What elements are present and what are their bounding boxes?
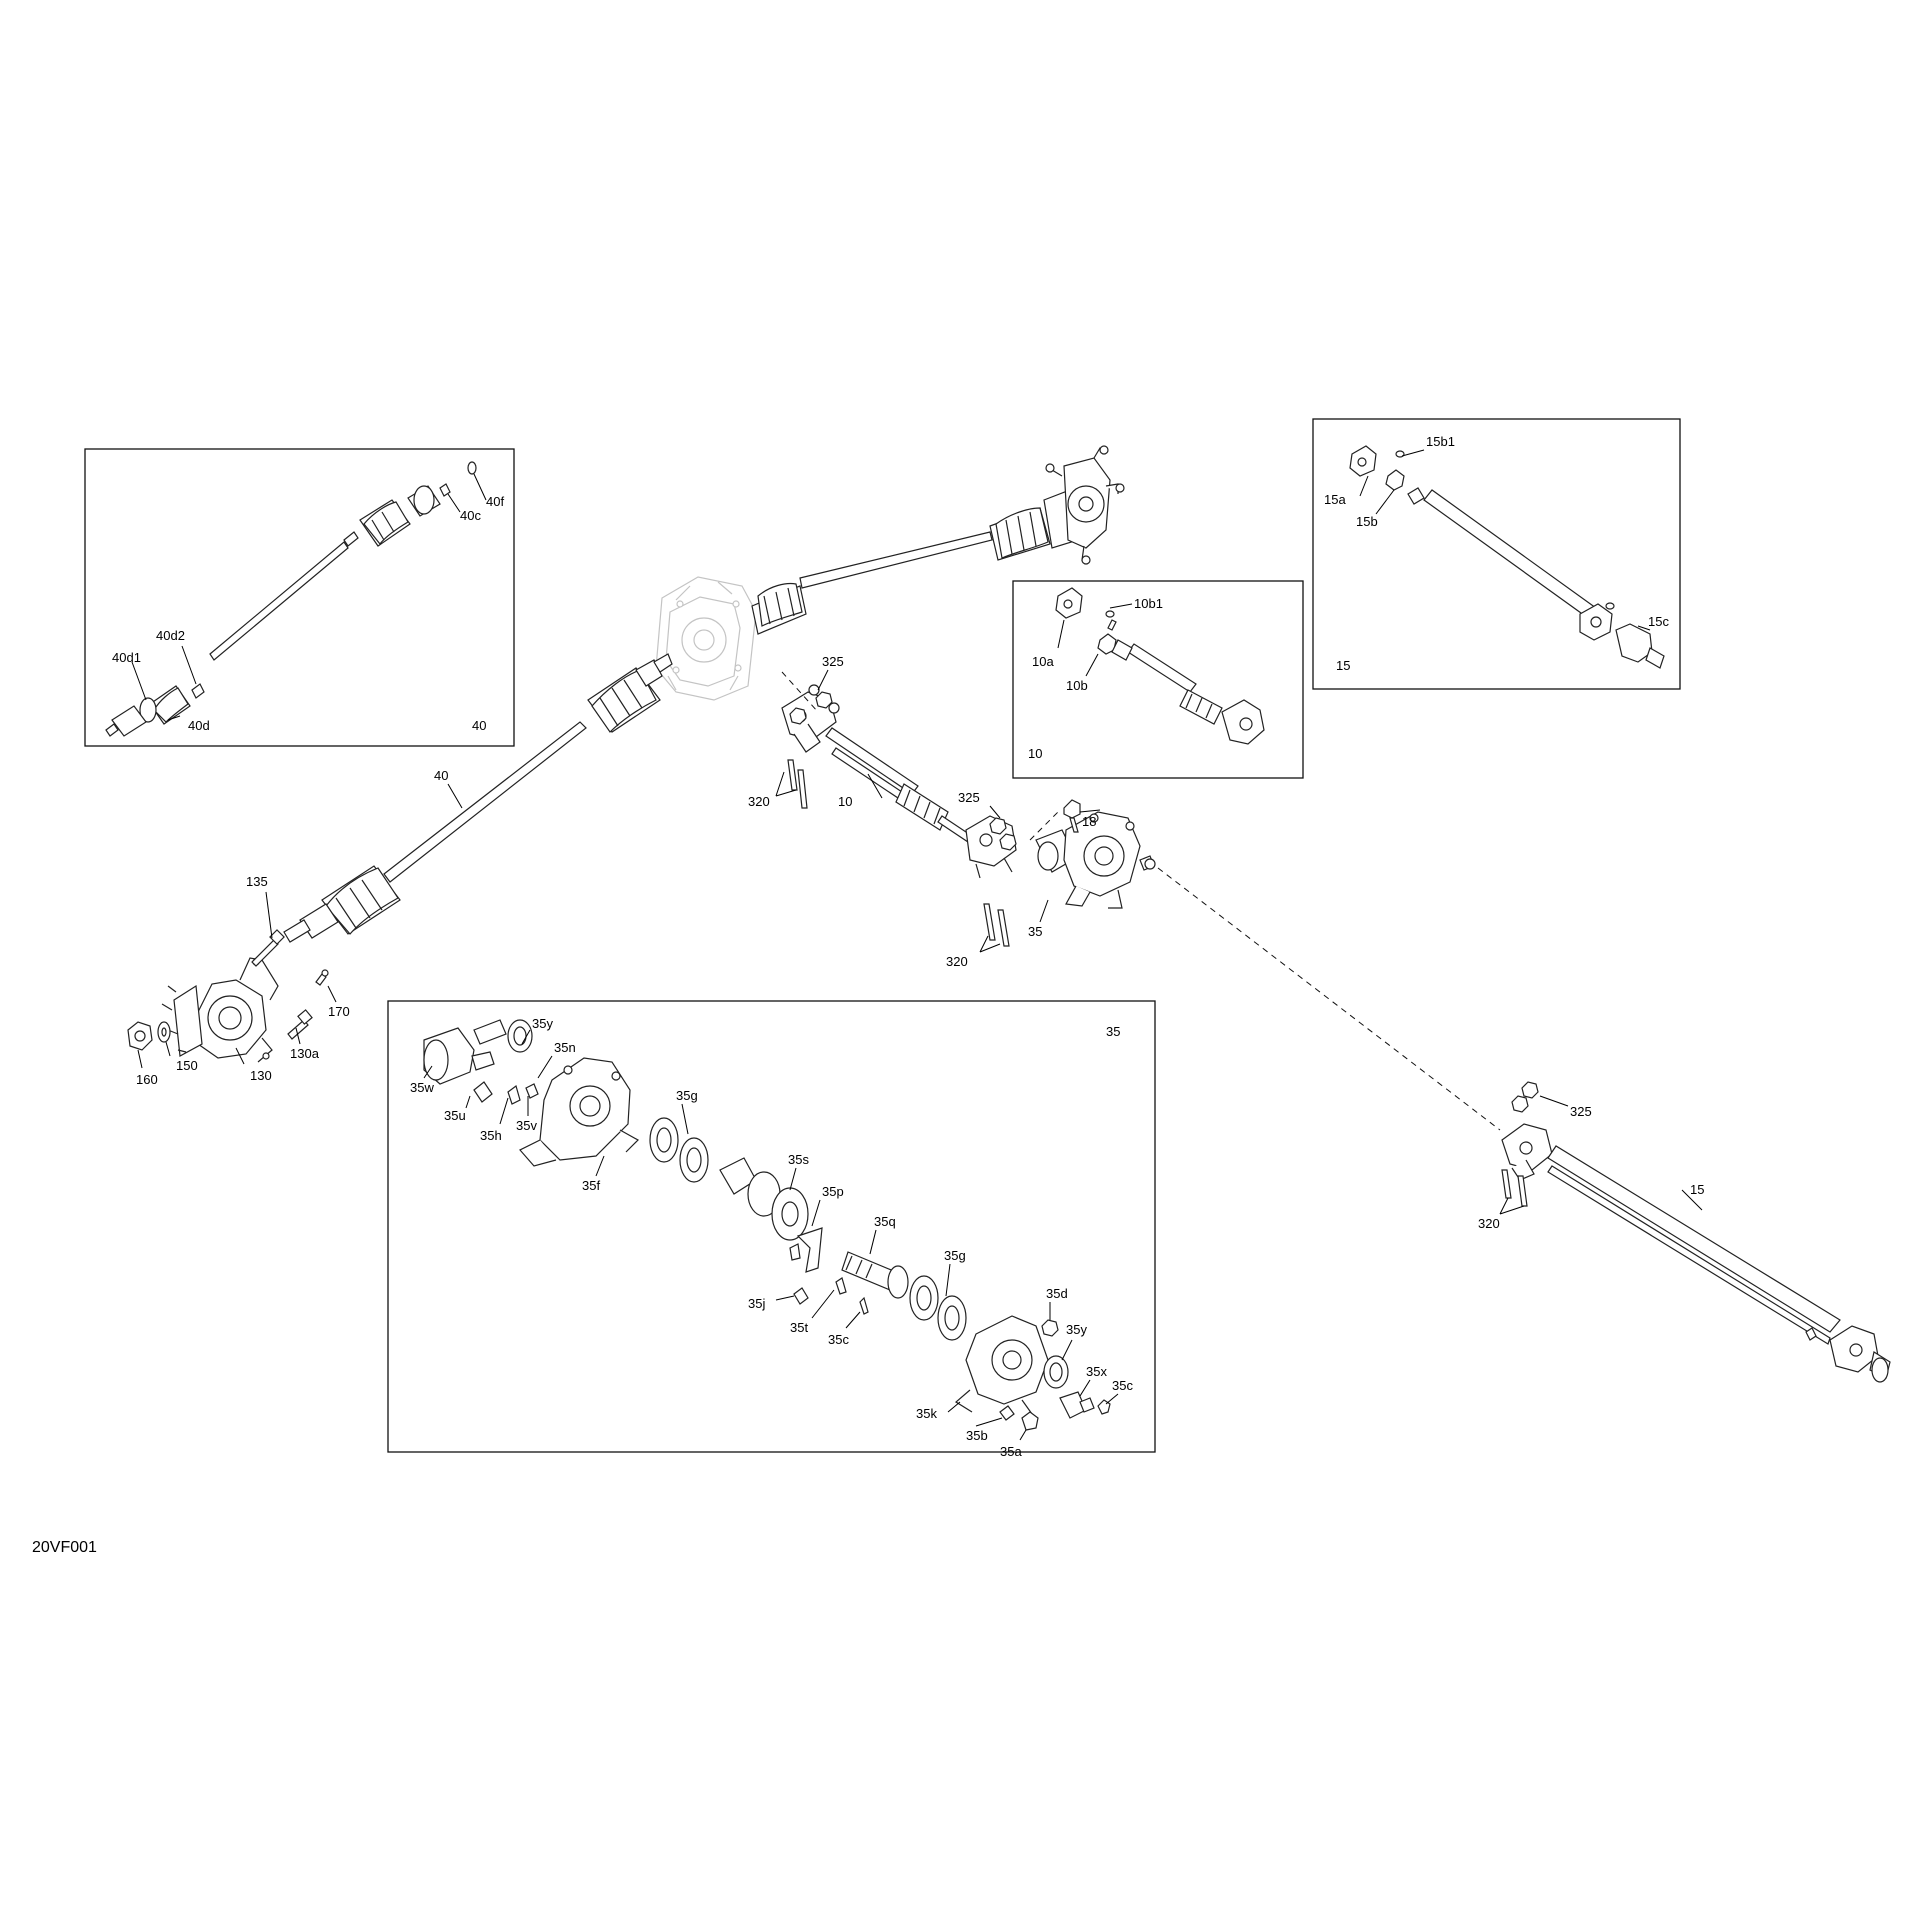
label-35n: 35n — [554, 1040, 576, 1055]
callout-135: 135 — [246, 874, 268, 889]
label-40f: 40f — [486, 494, 504, 509]
label-35c-lower: 35c — [1112, 1378, 1133, 1393]
callout-325-propshaft: 325 — [958, 790, 980, 805]
panel-15: 15b1 15a 15b 15c 15 — [1312, 418, 1681, 690]
label-40d1: 40d1 — [112, 650, 141, 665]
label-35v: 35v — [516, 1118, 537, 1133]
callout-130: 130 — [250, 1068, 272, 1083]
label-35y-lower: 35y — [1066, 1322, 1087, 1337]
callout-320-upper: 320 — [748, 794, 770, 809]
label-35x: 35x — [1086, 1364, 1107, 1379]
panel-40: 40f 40c 40d2 40d1 40d 40 — [84, 448, 515, 747]
label-35q: 35q — [874, 1214, 896, 1229]
label-15a: 15a — [1324, 492, 1346, 507]
panel-15-frame — [1312, 418, 1681, 690]
callout-320-diff: 320 — [946, 954, 968, 969]
bolt-130a — [287, 1009, 313, 1040]
ghost-gearbox — [655, 576, 757, 701]
callout-325-lower: 325 — [1570, 1104, 1592, 1119]
panel-10-frame — [1012, 580, 1304, 779]
label-35j: 35j — [748, 1296, 765, 1311]
label-35y-upper: 35y — [532, 1016, 553, 1031]
label-40d: 40d — [188, 718, 210, 733]
panel-40-frame — [84, 448, 515, 747]
connection-line-35-15 — [1157, 867, 1501, 1131]
label-10a: 10a — [1032, 654, 1054, 669]
label-15c: 15c — [1648, 614, 1669, 629]
panel-35-parts — [423, 1019, 1111, 1431]
nuts-325-lower — [1511, 1081, 1539, 1113]
label-35t: 35t — [790, 1320, 808, 1335]
label-35w: 35w — [410, 1080, 434, 1095]
callout-35: 35 — [1028, 924, 1042, 939]
label-40d2: 40d2 — [156, 628, 185, 643]
bolt-135 — [251, 929, 285, 967]
panel-40-number: 40 — [472, 718, 486, 733]
callout-170: 170 — [328, 1004, 350, 1019]
propshaft-10 — [781, 684, 1017, 879]
panel-10-parts — [1055, 587, 1265, 745]
callout-160: 160 — [136, 1072, 158, 1087]
panel-40-parts — [105, 461, 477, 737]
label-10b1: 10b1 — [1134, 596, 1163, 611]
label-35a: 35a — [1000, 1444, 1022, 1459]
wheel-hub-130 — [161, 957, 279, 1063]
callout-40: 40 — [434, 768, 448, 783]
panel-10: 10b1 10a 10b 10 — [1012, 580, 1304, 779]
washer-150 — [157, 1021, 171, 1043]
label-10b: 10b — [1066, 678, 1088, 693]
leader-lines — [137, 669, 1703, 1215]
bolts-320-lower — [1501, 1169, 1528, 1207]
label-15b: 15b — [1356, 514, 1378, 529]
label-35f: 35f — [582, 1178, 600, 1193]
callout-325-gearbox: 325 — [822, 654, 844, 669]
callout-320-lower: 320 — [1478, 1216, 1500, 1231]
bolts-320-upper — [787, 759, 1010, 947]
panel-10-number: 10 — [1028, 746, 1042, 761]
panel-35: 35y 35n 35w 35u 35h 35v 35f 35g 35s 35p … — [387, 1000, 1156, 1459]
label-35k: 35k — [916, 1406, 937, 1421]
main-callouts: 40 135 170 130a 130 150 160 325 320 10 3… — [136, 654, 1704, 1231]
propshaft-15 — [1501, 1123, 1891, 1383]
callout-150: 150 — [176, 1058, 198, 1073]
nuts-325-upper — [789, 691, 1017, 851]
panel-15-parts — [1349, 445, 1665, 669]
label-35s: 35s — [788, 1152, 809, 1167]
label-35u: 35u — [444, 1108, 466, 1123]
label-35b: 35b — [966, 1428, 988, 1443]
callout-15: 15 — [1690, 1182, 1704, 1197]
label-35g-upper: 35g — [676, 1088, 698, 1103]
label-35h: 35h — [480, 1128, 502, 1143]
panel-15-number: 15 — [1336, 658, 1350, 673]
connection-line-35-upper — [1029, 809, 1061, 841]
upper-drive-axle — [751, 445, 1125, 635]
label-35d: 35d — [1046, 1286, 1068, 1301]
document-id: 20VF001 — [32, 1539, 97, 1556]
pin-170 — [315, 969, 329, 986]
axle-shaft-40 — [283, 653, 673, 943]
nut-160 — [127, 1021, 153, 1051]
label-15b1: 15b1 — [1426, 434, 1455, 449]
label-40c: 40c — [460, 508, 481, 523]
label-35g-lower: 35g — [944, 1248, 966, 1263]
callout-130a: 130a — [290, 1046, 320, 1061]
label-35c-middle: 35c — [828, 1332, 849, 1347]
front-differential-35 — [1035, 811, 1156, 909]
connection-line-gearbox-10 — [781, 671, 819, 713]
callout-18: 18 — [1082, 814, 1096, 829]
callout-10: 10 — [838, 794, 852, 809]
panel-35-frame — [387, 1000, 1156, 1453]
label-35p: 35p — [822, 1184, 844, 1199]
panel-35-number: 35 — [1106, 1024, 1120, 1039]
bolt-18 — [1063, 799, 1081, 833]
